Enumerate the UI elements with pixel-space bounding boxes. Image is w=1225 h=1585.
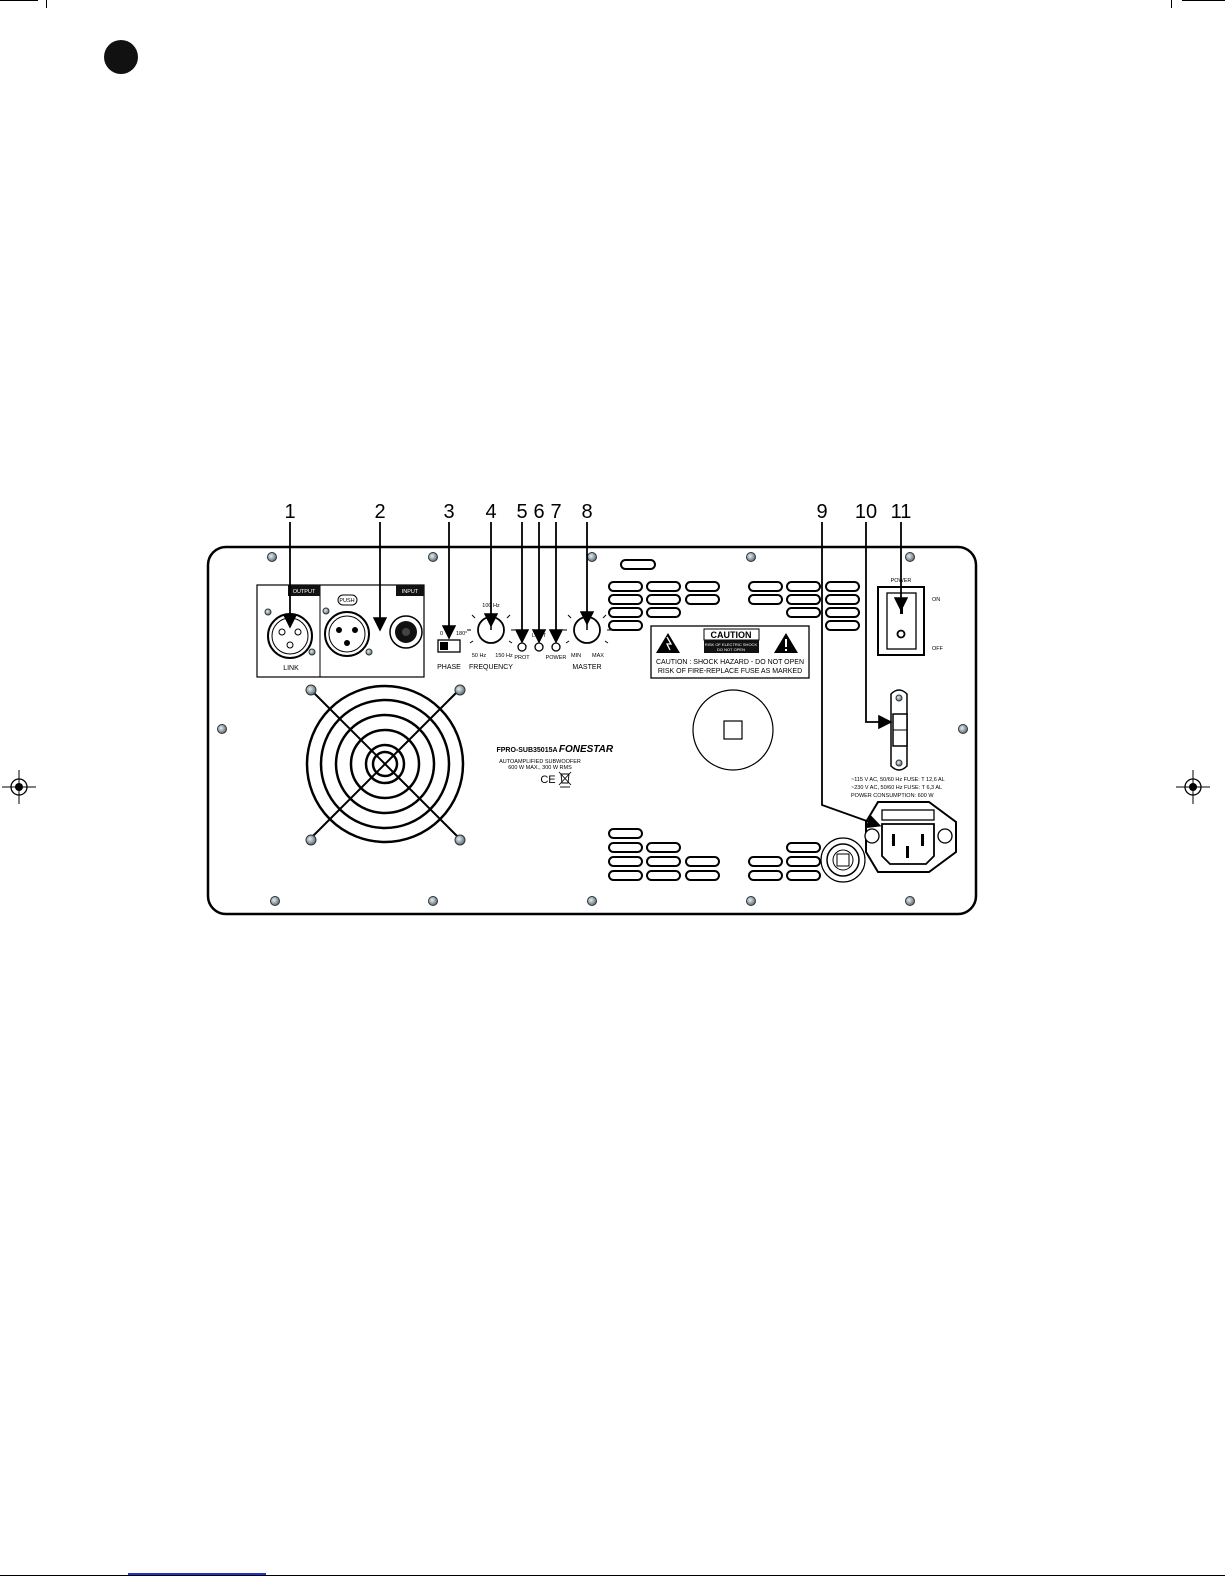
mains-inlet[interactable]: [864, 801, 957, 873]
callout-7: 7: [550, 501, 561, 523]
registration-mark-right: [1176, 770, 1210, 804]
callout-4: 4: [485, 501, 496, 523]
vent-slots-bottom: [608, 828, 821, 881]
crop-mark-top-left-vertical: [46, 0, 47, 8]
limit-led: [534, 642, 544, 652]
input-tag: INPUT: [402, 589, 419, 595]
power-consumption: POWER CONSUMPTION: 600 W: [851, 793, 934, 799]
mains-spec-line1: ~115 V AC, 50/60 Hz FUSE: T 12,6 AL: [851, 777, 945, 783]
callout-1: 1: [284, 501, 295, 523]
frequency-max-label: 150 Hz: [495, 653, 513, 659]
crop-mark-top-right-vertical: [1171, 0, 1172, 8]
brand-logo: FONESTAR: [559, 744, 614, 755]
power-on-label: ON: [932, 597, 940, 603]
input-xlr-connector[interactable]: [322, 594, 373, 657]
callout-2: 2: [374, 501, 385, 523]
prot-label: PROT: [514, 655, 530, 661]
frequency-label: FREQUENCY: [469, 664, 513, 671]
callout-8: 8: [581, 501, 592, 523]
vent-slots-top: [608, 559, 860, 631]
callout-6: 6: [533, 501, 544, 523]
power-led-label: POWER: [546, 655, 567, 661]
master-label: MASTER: [572, 664, 601, 671]
input-jack-connector[interactable]: [389, 615, 423, 649]
crop-mark-top-left: [0, 0, 38, 1]
mains-spec-line2: ~230 V AC, 50/60 Hz FUSE: T 6,3 AL: [851, 785, 942, 791]
registration-mark-left: [2, 770, 36, 804]
output-tag: OUTPUT: [293, 589, 316, 595]
ce-mark: CE: [540, 774, 555, 786]
phase-label: PHASE: [437, 664, 461, 671]
caution-sub1: RISK OF ELECTRIC SHOCK: [705, 642, 758, 647]
crop-mark-top-right: [1182, 0, 1225, 1]
caution-label: [650, 625, 810, 679]
callout-numbers: 1 2 3 4 5 6 7 8 9 10 11: [284, 501, 911, 523]
callout-3: 3: [443, 501, 454, 523]
model-label: FPRO-SUB35015A: [496, 747, 557, 754]
phase-right-label: 180°: [456, 631, 467, 637]
caution-title: CAUTION: [711, 630, 752, 640]
callout-11: 11: [891, 501, 912, 523]
frequency-min-label: 50 Hz: [472, 653, 487, 659]
callout-9: 9: [816, 501, 827, 523]
callout-leaders: [282, 522, 909, 829]
power-led: [551, 642, 561, 652]
panel-screws: [217, 552, 968, 906]
fuse-holder[interactable]: [890, 689, 908, 771]
phase-switch[interactable]: [437, 639, 461, 653]
fan-screws: [305, 684, 466, 846]
callout-5: 5: [516, 501, 527, 523]
power-rating: 600 W MAX., 300 W RMS: [508, 765, 572, 771]
fan-grill: [305, 684, 465, 844]
caution-line2: RISK OF FIRE-REPLACE FUSE AS MARKED: [658, 668, 802, 675]
product-description: AUTOAMPLIFIED SUBWOOFER: [499, 759, 581, 765]
section-bullet: [104, 40, 138, 74]
callout-10: 10: [855, 501, 877, 523]
weee-bin-icon: [558, 771, 572, 788]
speaker-socket: [820, 837, 866, 883]
caution-line1: CAUTION : SHOCK HAZARD - DO NOT OPEN: [656, 659, 804, 666]
master-max-label: MAX: [592, 653, 604, 659]
phase-left-label: 0: [440, 631, 443, 637]
center-cap: [692, 689, 774, 771]
caution-sub2: DO NOT OPEN: [717, 647, 745, 652]
master-min-label: MIN: [571, 653, 581, 659]
prot-led: [517, 642, 527, 652]
connector-block: OUTPUT INPUT LINK: [256, 584, 425, 678]
link-xlr-connector[interactable]: [264, 608, 316, 659]
power-off-label: OFF: [932, 646, 944, 652]
lightning-warning-icon: [656, 633, 680, 653]
footer-link-underline: [128, 1573, 266, 1575]
link-label: LINK: [283, 665, 299, 672]
footer-rule: [0, 1575, 1225, 1576]
push-label: PUSH: [339, 598, 354, 604]
